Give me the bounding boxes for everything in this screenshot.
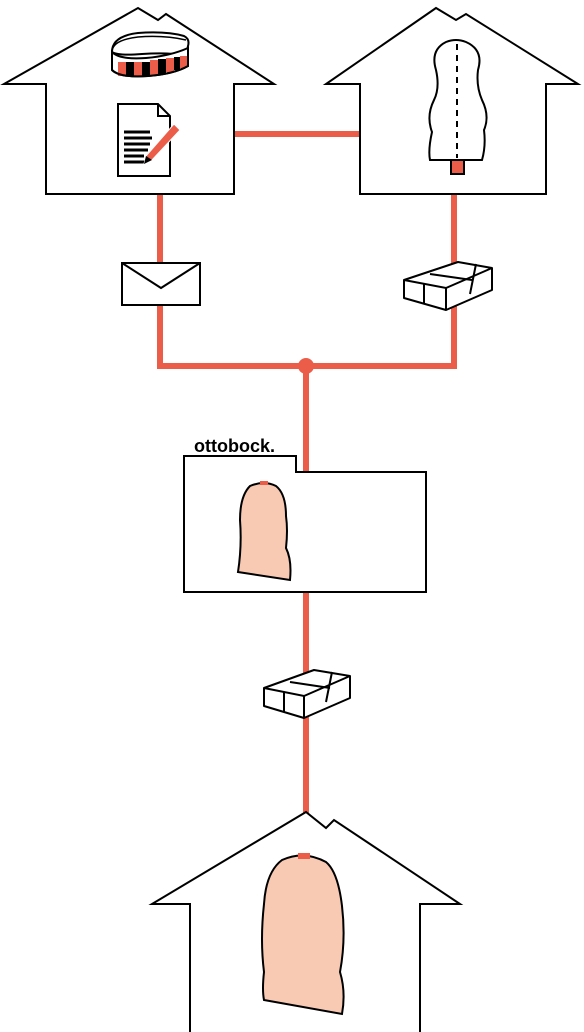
liner-icon xyxy=(261,853,345,1016)
prescription-form-icon xyxy=(117,103,181,177)
brand-label: ottobock. xyxy=(194,436,275,456)
patient-house xyxy=(148,810,464,1032)
liner-icon xyxy=(236,481,292,582)
parcel-icon xyxy=(263,669,351,719)
clinic-house xyxy=(0,6,278,195)
pen-icon xyxy=(143,123,181,165)
facility-folder-outline xyxy=(183,455,427,593)
residual-limb-cast-icon xyxy=(428,39,488,175)
clinic-house-outline xyxy=(0,6,278,195)
envelope-icon xyxy=(121,262,201,306)
connector-clinic-to-junction xyxy=(157,194,306,369)
connector-workshop-to-junction xyxy=(306,194,457,369)
junction-node xyxy=(298,358,314,374)
workshop-house xyxy=(322,6,582,195)
parcel-icon xyxy=(403,261,493,311)
ottobock-facility: ottobock. xyxy=(183,436,427,593)
measuring-tape-icon xyxy=(110,31,190,78)
